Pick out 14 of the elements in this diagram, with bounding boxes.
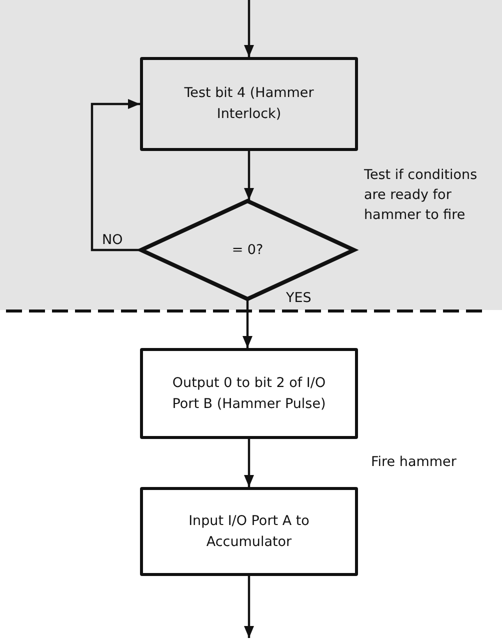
annotation-text: Test if conditions are ready for hammer to fire <box>364 166 478 225</box>
arrow <box>244 151 254 200</box>
annotation-text: Fire hammer <box>371 453 458 472</box>
arrow <box>244 576 254 638</box>
process-box <box>140 487 358 576</box>
arrow <box>244 0 254 57</box>
arrow <box>90 99 140 252</box>
arrow <box>244 439 254 487</box>
step-text: Output 0 to bit 2 of I/O Port B (Hammer Pulse) <box>171 374 327 414</box>
arrow <box>242 300 252 348</box>
step-text: Input I/O Port A to Accumulator <box>188 512 310 552</box>
process-box <box>140 57 358 151</box>
step-text: Test bit 4 (Hammer Interlock) <box>183 84 315 124</box>
process-box <box>140 348 358 439</box>
